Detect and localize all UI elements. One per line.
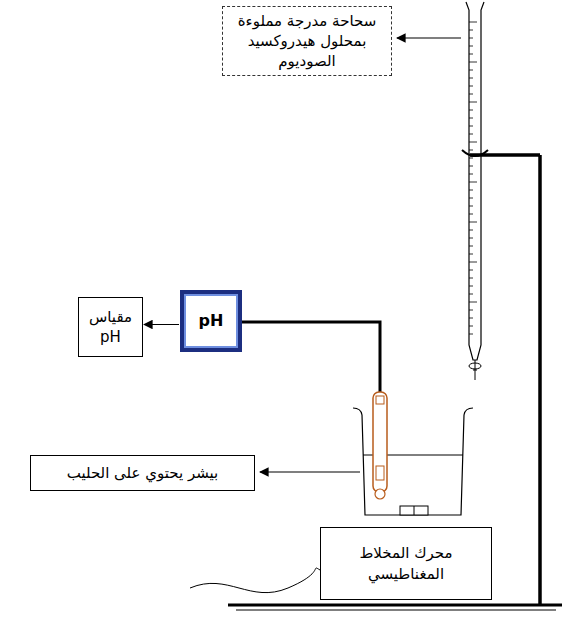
beaker bbox=[353, 408, 473, 515]
graduation-mark bbox=[469, 94, 473, 95]
graduation-mark bbox=[469, 190, 473, 191]
electrode-junction bbox=[376, 466, 384, 480]
graduation-mark bbox=[469, 118, 473, 119]
graduation-mark bbox=[469, 62, 477, 63]
graduation-mark bbox=[469, 198, 473, 199]
graduation-mark bbox=[469, 334, 473, 335]
ph-electrode bbox=[373, 392, 387, 492]
stand-base-shadow bbox=[236, 610, 556, 611]
leader-arrow bbox=[397, 37, 461, 38]
graduation-mark bbox=[469, 302, 477, 303]
graduation-mark bbox=[469, 166, 473, 167]
stand-base bbox=[228, 604, 562, 607]
graduation-mark bbox=[469, 158, 473, 159]
label-box: بيشر يحتوي على الحليب bbox=[30, 455, 255, 491]
graduation-mark bbox=[469, 206, 473, 207]
graduation-mark bbox=[469, 134, 473, 135]
graduation-mark bbox=[469, 174, 473, 175]
meter-label-box: مقياس pH bbox=[78, 297, 143, 357]
graduation-mark bbox=[469, 182, 477, 183]
graduation-mark bbox=[469, 238, 473, 239]
graduation-mark bbox=[469, 318, 473, 319]
graduation-mark bbox=[469, 142, 477, 143]
graduation-mark bbox=[469, 38, 473, 39]
ph-meter-box: pH bbox=[180, 290, 242, 352]
graduation-mark bbox=[469, 222, 477, 223]
graduation-mark bbox=[469, 70, 473, 71]
graduation-mark bbox=[469, 86, 473, 87]
graduation-mark bbox=[469, 310, 473, 311]
graduation-mark bbox=[469, 246, 473, 247]
graduation-mark bbox=[469, 326, 473, 327]
burette-tube bbox=[466, 2, 484, 360]
stand-rod bbox=[538, 155, 542, 605]
graduation-mark bbox=[469, 230, 473, 231]
label-box: سحاحة مدرجة مملوءة بمحلول هيدروكسيد الصو… bbox=[222, 6, 392, 77]
box-text: مقياس pH bbox=[85, 307, 136, 348]
burette bbox=[462, 2, 488, 380]
stir-bar-divider bbox=[414, 506, 415, 515]
box-text: بيشر يحتوي على الحليب bbox=[67, 463, 219, 483]
graduation-mark bbox=[469, 22, 477, 23]
graduation-mark bbox=[469, 46, 473, 47]
clamp-ring bbox=[462, 150, 488, 156]
graduation-mark bbox=[469, 126, 473, 127]
stir-bar bbox=[400, 506, 428, 515]
connector-arrow bbox=[144, 324, 179, 325]
stopcock-handle bbox=[473, 370, 477, 371]
graduation-marks bbox=[469, 22, 477, 334]
graduation-mark bbox=[469, 150, 473, 151]
stirrer-box: محرك المخلاط المغناطيسي bbox=[320, 527, 492, 600]
electrode-cap bbox=[376, 396, 384, 404]
electrode-cable bbox=[242, 322, 380, 392]
graduation-mark bbox=[469, 286, 473, 287]
electrode-bulb bbox=[375, 489, 385, 499]
graduation-mark bbox=[469, 54, 473, 55]
graduation-mark bbox=[469, 270, 473, 271]
box-text: pH bbox=[199, 310, 224, 332]
box-text: محرك المخلاط المغناطيسي bbox=[327, 543, 485, 584]
graduation-mark bbox=[469, 254, 473, 255]
box-text: سحاحة مدرجة مملوءة بمحلول هيدروكسيد الصو… bbox=[229, 11, 385, 72]
graduation-mark bbox=[469, 110, 473, 111]
graduation-mark bbox=[469, 30, 473, 31]
graduation-mark bbox=[469, 214, 473, 215]
graduation-mark bbox=[469, 102, 477, 103]
graduation-mark bbox=[469, 278, 473, 279]
graduation-mark bbox=[469, 294, 473, 295]
leader-arrow bbox=[260, 471, 360, 472]
graduation-mark bbox=[469, 262, 477, 263]
power-cord bbox=[190, 568, 320, 593]
graduation-mark bbox=[469, 78, 473, 79]
